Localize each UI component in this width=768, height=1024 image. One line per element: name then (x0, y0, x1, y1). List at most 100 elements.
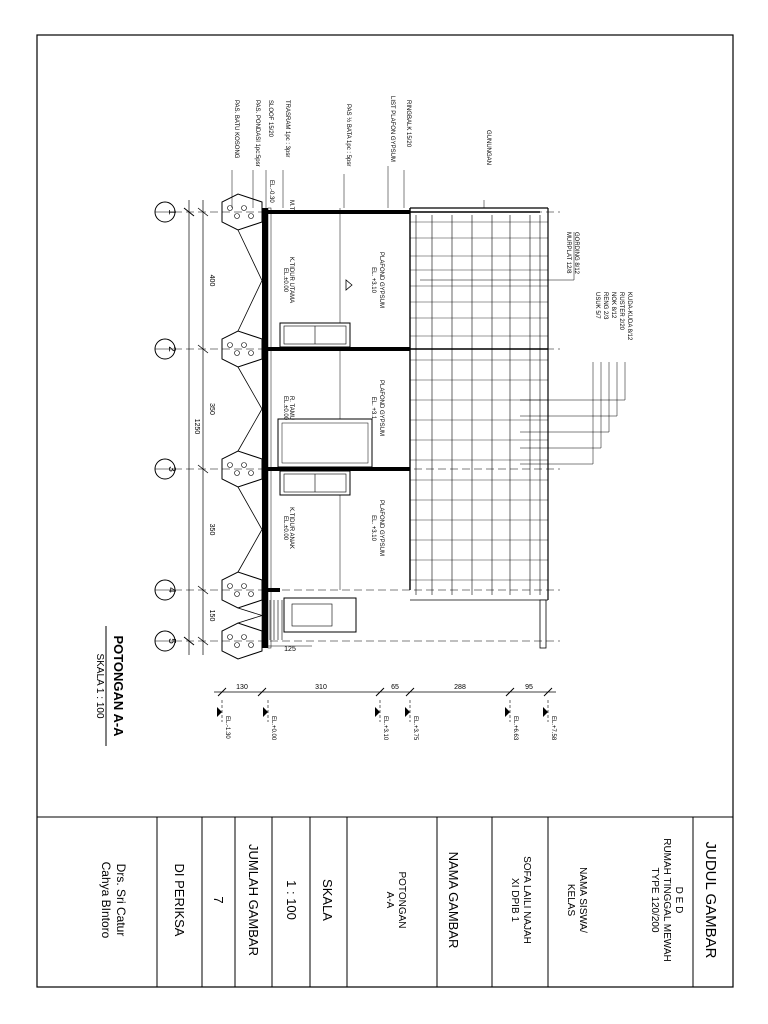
stone-hatch (234, 591, 240, 597)
wall-section (268, 210, 410, 214)
axis-label: 3 (166, 466, 177, 472)
stone-hatch (241, 205, 247, 211)
height-dim-tick (543, 687, 553, 697)
small-elevation-tag: EL.-0.30 (268, 180, 274, 203)
elevation-label: EL.+3.10 (382, 716, 388, 741)
floor-finish (267, 207, 272, 649)
ceiling-elevation: EL. +3.1 (370, 397, 376, 420)
stone-hatch (234, 470, 240, 476)
axis-dim-value: 350 (208, 403, 215, 415)
floor-slab (262, 208, 268, 648)
jumlah-value: 7 (211, 896, 226, 903)
elevation-label: EL.+0.00 (270, 716, 276, 741)
elevation-triangle (505, 707, 510, 717)
judul-line-3: TYPE 120/200 (649, 867, 660, 932)
leader-label: RENG 2/3 (602, 292, 608, 320)
axis-label: 5 (166, 638, 177, 644)
height-dim-value: 130 (236, 684, 248, 691)
siswa-label-2: KELAS (565, 884, 576, 917)
elevation-triangle (217, 707, 222, 717)
judul-line-2: RUMAH TINGGAL MEWAH (661, 838, 672, 962)
axis-dim-value: 350 (208, 524, 215, 536)
elevation-label: EL.-1.30 (224, 716, 230, 739)
stone-hatch (241, 583, 247, 589)
height-dim-tick (505, 687, 515, 697)
height-dim-value: 95 (525, 684, 533, 691)
room-elevation: EL.±0.00 (282, 516, 288, 541)
leader-line (520, 362, 626, 401)
elevation-triangle (543, 707, 548, 717)
room-label: K.TIDUR ANAK (288, 507, 294, 549)
stone-hatch (227, 634, 233, 640)
axis-dim-tick (197, 207, 209, 217)
mt-tag: M.T (288, 200, 294, 211)
leader-label: SLOOF 15/20 (267, 100, 273, 138)
room-label: R. TAMU (288, 396, 294, 420)
siswa-value-2: XI DPIB 1 (509, 878, 520, 922)
siswa-label-1: NAMA SISWA/ (577, 867, 588, 933)
leader-label: RINGBALK 15/20 (405, 100, 411, 148)
nama-gambar-label: NAMA GAMBAR (446, 852, 461, 949)
leader-label: USUK 5/7 (594, 292, 600, 319)
axis-dim-value: 400 (208, 275, 215, 287)
height-dim-value: 288 (454, 684, 466, 691)
stone-hatch (248, 350, 254, 356)
drawing-title: POTONGAN A-A (111, 635, 126, 737)
nama-gambar-line-2: A-A (384, 892, 395, 909)
wall-section (268, 467, 410, 471)
elevation-triangle (405, 707, 410, 717)
leader-line (520, 362, 610, 433)
front-door-panel (291, 603, 333, 627)
ceiling-label: PLAFOND GYPSUM (378, 252, 384, 308)
diperiksa-label: DI PERIKSA (172, 864, 187, 937)
height-dim-tick (257, 687, 267, 697)
stone-hatch (241, 462, 247, 468)
total-dim-value: 1250 (193, 419, 200, 435)
skala-label: SKALA (320, 879, 335, 921)
leader-line (420, 232, 575, 281)
room-elevation: EL.±0.00 (282, 268, 288, 293)
height-dim-value: 310 (315, 684, 327, 691)
leader-line (520, 362, 602, 449)
axis-dim-value: 150 (208, 610, 215, 622)
door-panel (281, 422, 369, 464)
stone-hatch (241, 634, 247, 640)
height-dim-value: 65 (391, 684, 399, 691)
leader-line (520, 362, 618, 417)
leader-label: NOK 8/12 (610, 292, 616, 319)
ceiling-label: PLAFOND GYPSUM (378, 500, 384, 556)
stone-hatch (248, 213, 254, 219)
leader-label: KUDA-KUDA 8/12 (626, 292, 632, 341)
elevation-label: EL.+6.63 (512, 716, 518, 741)
nama-gambar-line-1: POTONGAN (396, 871, 407, 928)
leader-label: LIST PLAFON GYPSUM (389, 96, 395, 162)
stone-hatch (227, 462, 233, 468)
ground-line (237, 366, 263, 452)
judul-line-1: D E D (673, 887, 684, 914)
ceiling-label: PLAFOND GYPSUM (378, 380, 384, 436)
ground-line (237, 229, 263, 332)
ceiling-elevation: EL. +3.10 (370, 267, 376, 294)
leader-label: MURPLAT 12/8 (565, 232, 571, 274)
front-door (283, 597, 357, 633)
room-elevation: EL.±0.00 (282, 396, 288, 421)
axis-label: 4 (166, 587, 177, 593)
stone-hatch (248, 642, 254, 648)
ceiling-elevation: EL. +3.10 (370, 515, 376, 542)
axis-dim-tick (197, 585, 209, 595)
stone-hatch (227, 583, 233, 589)
axis-label: 1 (166, 209, 177, 215)
elevation-label: EL.+7.58 (550, 716, 556, 741)
leader-line (520, 362, 594, 465)
siswa-value-1: SOFA LAILI NAJAH (521, 856, 532, 944)
sheet-border (36, 34, 734, 988)
elevation-triangle (375, 707, 380, 717)
stone-hatch (234, 213, 240, 219)
room-label: K.TIDUR UTAMA (288, 257, 294, 303)
stone-hatch (227, 205, 233, 211)
